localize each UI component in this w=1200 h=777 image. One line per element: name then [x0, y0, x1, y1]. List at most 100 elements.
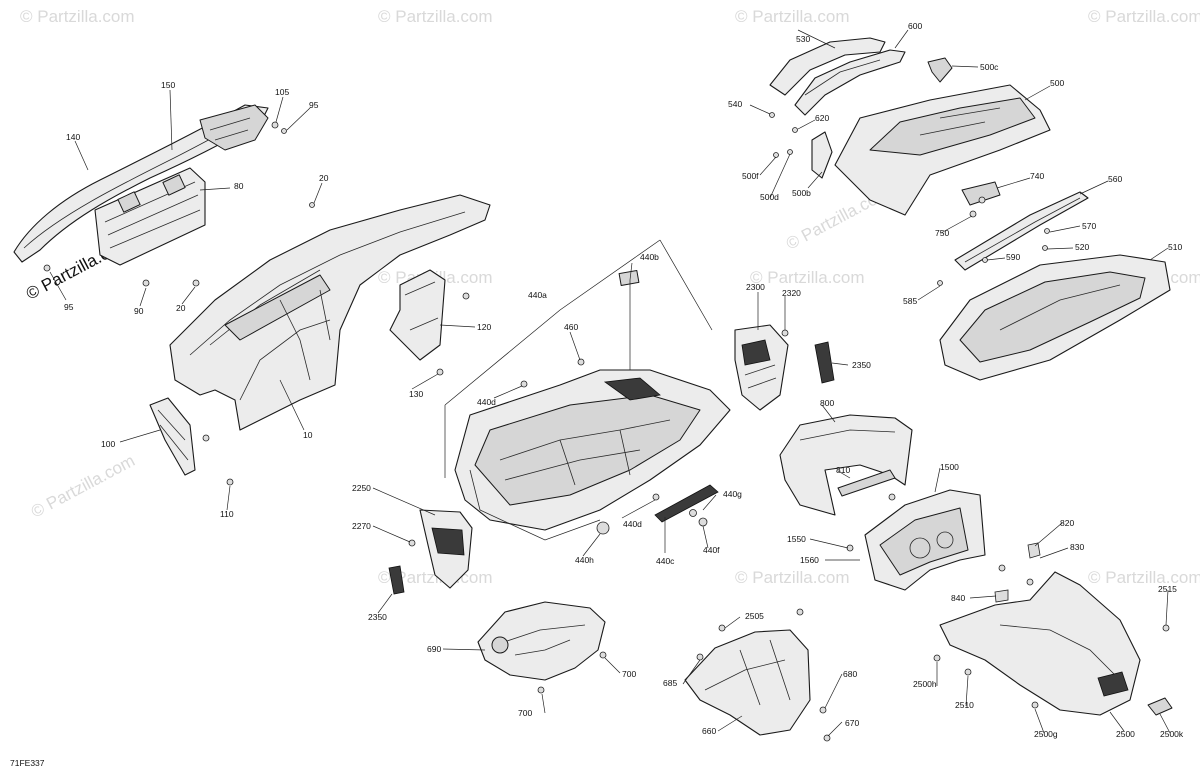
callout-440a: 440a: [528, 290, 547, 300]
part-440c-latch: [654, 484, 719, 523]
part-2500k-clip: [1147, 697, 1173, 716]
part-2500-lower-panel: [939, 571, 1141, 716]
part-440f-nut: [698, 517, 708, 527]
callout-2320: 2320: [782, 288, 801, 298]
watermark: © Partzilla.com: [735, 7, 850, 26]
callout-500f: 500f: [742, 171, 759, 181]
callout-440g: 440g: [723, 489, 742, 499]
part-440g-washer: [689, 509, 697, 517]
callout-800: 800: [820, 398, 834, 408]
callout-140: 140: [66, 132, 80, 142]
callout-2270: 2270: [352, 521, 371, 531]
callout-1500: 1500: [940, 462, 959, 472]
part-660-bracket: [684, 629, 811, 736]
leader-lines: [49, 29, 1171, 737]
part-140-dash-trim: [13, 104, 269, 263]
part-2250-vent: [419, 509, 473, 589]
part-2300-vent: [734, 324, 789, 411]
callout-95: 95: [64, 302, 74, 312]
callout-2250: 2250: [352, 483, 371, 493]
part-440a-storage-tub: [444, 239, 731, 541]
part-810-strip: [837, 469, 896, 497]
callout-110: 110: [220, 509, 234, 519]
watermark: © Partzilla.com: [20, 7, 135, 26]
part-500b-bracket: [811, 131, 833, 179]
callout-440c: 440c: [656, 556, 675, 566]
callout-80: 80: [234, 181, 244, 191]
callout-500b: 500b: [792, 188, 811, 198]
callout-2505: 2505: [745, 611, 764, 621]
part-440b-label-tag: [618, 270, 640, 286]
callout-620: 620: [815, 113, 829, 123]
callout-530: 530: [796, 34, 810, 44]
callout-685: 685: [663, 678, 677, 688]
callout-460: 460: [564, 322, 578, 332]
callout-2500h: 2500h: [913, 679, 937, 689]
callout-1550: 1550: [787, 534, 806, 544]
callout-590: 590: [1006, 252, 1020, 262]
part-690-bracket: [477, 601, 606, 681]
part-1500-panel: [864, 489, 986, 591]
callout-510: 510: [1168, 242, 1182, 252]
part-2350-foam-pad-lower: [388, 565, 405, 595]
part-530-handle: [769, 37, 906, 116]
callout-500d: 500d: [760, 192, 779, 202]
callout-2500g: 2500g: [1034, 729, 1058, 739]
callout-440h: 440h: [575, 555, 594, 565]
part-2350-foam-pad: [814, 341, 835, 384]
callout-100: 100: [101, 439, 115, 449]
part-820-connector: [1027, 542, 1041, 559]
callout-690: 690: [427, 644, 441, 654]
callout-700: 700: [518, 708, 532, 718]
watermark: © Partzilla.com: [735, 568, 850, 587]
callout-1560: 1560: [800, 555, 819, 565]
part-560-rail: [954, 191, 1089, 271]
part-740-latch: [961, 181, 1001, 206]
callout-520: 520: [1075, 242, 1089, 252]
watermark: © Partzilla.com: [378, 7, 493, 26]
callout-660: 660: [702, 726, 716, 736]
callout-2350: 2350: [852, 360, 871, 370]
callout-90: 90: [134, 306, 144, 316]
callout-560: 560: [1108, 174, 1122, 184]
callout-130: 130: [409, 389, 423, 399]
callout-440f: 440f: [703, 545, 720, 555]
callout-2300: 2300: [746, 282, 765, 292]
part-840-connector: [994, 589, 1009, 603]
callout-600: 600: [908, 21, 922, 31]
callout-840: 840: [951, 593, 965, 603]
part-80-gauge-cluster: [94, 167, 206, 266]
callout-10: 10: [303, 430, 313, 440]
watermark: © Partzilla.com: [750, 268, 865, 287]
callout-820: 820: [1060, 518, 1074, 528]
callout-2500: 2500: [1116, 729, 1135, 739]
callout-540: 540: [728, 99, 742, 109]
callout-750: 750: [935, 228, 949, 238]
watermark: © Partzilla.com: [28, 451, 138, 522]
callout-740: 740: [1030, 171, 1044, 181]
callout-2515: 2515: [1158, 584, 1177, 594]
callout-700: 700: [622, 669, 636, 679]
callout-670: 670: [845, 718, 859, 728]
watermark: © Partzilla.com: [1088, 568, 1200, 587]
callout-20: 20: [319, 173, 329, 183]
callout-95: 95: [309, 100, 319, 110]
callout-500c: 500c: [980, 62, 999, 72]
callout-680: 680: [843, 669, 857, 679]
callout-labels: 150 105 95 140 80 20 95 90 20 120 130 10…: [64, 21, 1184, 739]
callout-440d: 440d: [623, 519, 642, 529]
part-10-dash-frame: [169, 194, 491, 431]
callout-500: 500: [1050, 78, 1064, 88]
callout-830: 830: [1070, 542, 1084, 552]
part-510-cargo-frame: [939, 254, 1171, 381]
callout-440d: 440d: [477, 397, 496, 407]
callout-440b: 440b: [640, 252, 659, 262]
callout-2350: 2350: [368, 612, 387, 622]
watermark: © Partzilla.com: [1088, 7, 1200, 26]
part-120-bracket: [389, 269, 446, 361]
part-100-side-panel: [149, 397, 196, 476]
fasteners: [43, 112, 1170, 742]
callout-120: 120: [477, 322, 491, 332]
callout-2500k: 2500k: [1160, 729, 1184, 739]
